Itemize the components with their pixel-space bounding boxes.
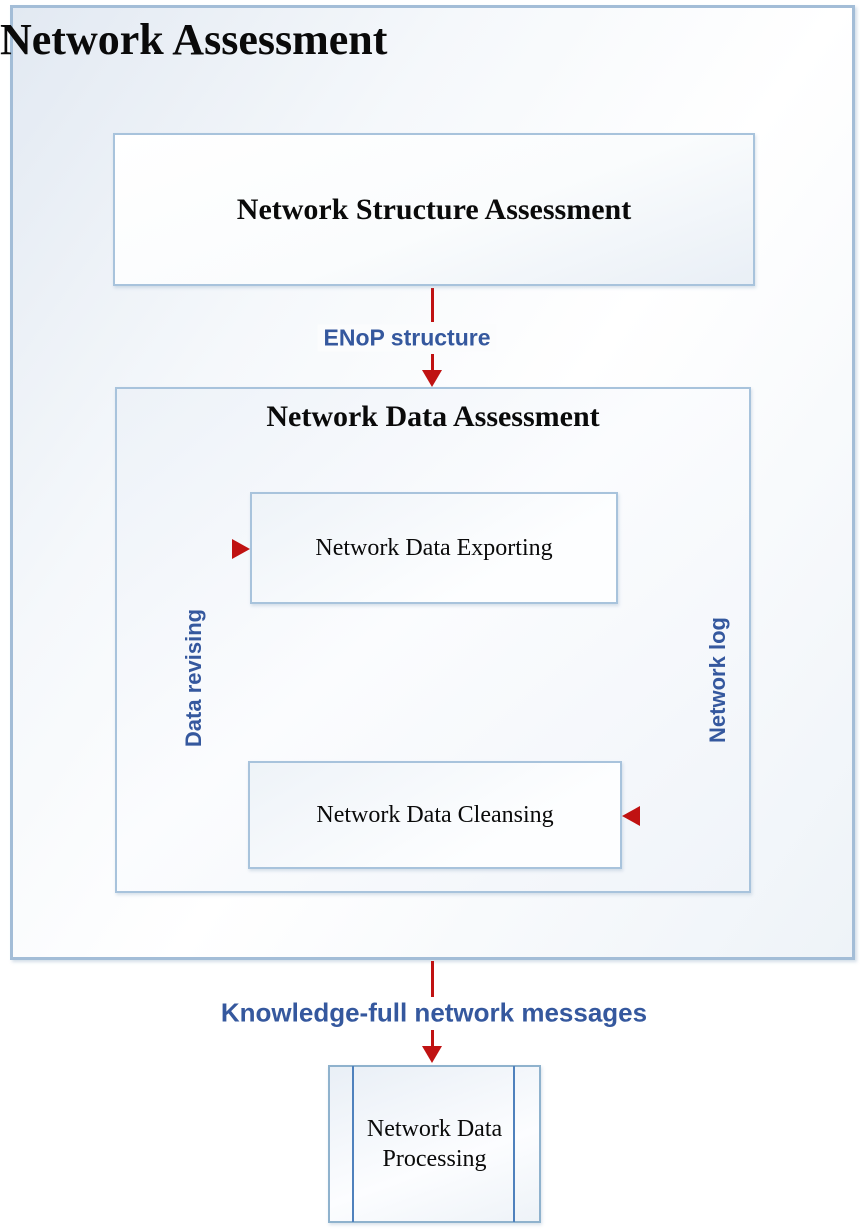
arrow-line [431,354,434,371]
network-data-exporting-box: Network Data Exporting [250,492,618,604]
arrowhead-right-icon [232,539,250,559]
network-structure-assessment-label: Network Structure Assessment [236,192,632,226]
network-data-cleansing-label: Network Data Cleansing [316,801,554,828]
data-revising-label: Data revising [181,608,206,748]
network-log-label: Network log [705,617,730,743]
arrowhead-down-icon [422,1046,442,1063]
arrow-line [431,1030,434,1047]
network-data-cleansing-box: Network Data Cleansing [248,761,622,869]
network-data-processing-label: Network Data Processing [366,1116,503,1172]
arrowhead-left-icon [622,806,640,826]
network-data-assessment-title: Network Data Assessment [266,400,600,433]
network-data-exporting-label: Network Data Exporting [315,534,553,561]
arrowhead-down-icon [422,370,442,387]
page-title: Network Assessment [0,15,388,64]
network-data-processing-box: Network Data Processing [328,1065,541,1223]
arrow-line [431,961,434,997]
knowledge-messages-label: Knowledge-full network messages [214,997,654,1029]
predefined-process-left-line [352,1066,354,1222]
predefined-process-right-line [513,1066,515,1222]
network-structure-assessment-box: Network Structure Assessment [113,133,755,286]
arrow-line [431,288,434,322]
enop-structure-label: ENoP structure [317,324,497,352]
